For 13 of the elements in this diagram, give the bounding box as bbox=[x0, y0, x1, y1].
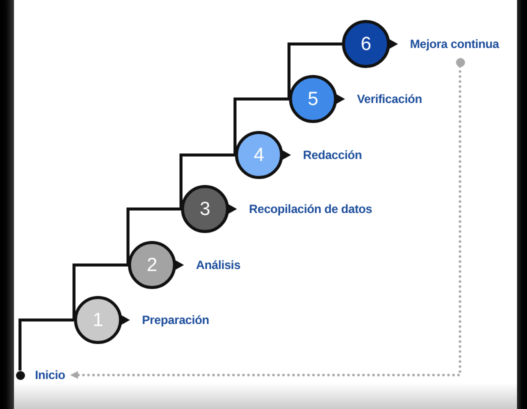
dotted-arrow bbox=[70, 65, 462, 379]
step-label: Recopilación de datos bbox=[249, 203, 372, 215]
step-label: Análisis bbox=[196, 259, 240, 271]
step-label: Preparación bbox=[142, 314, 210, 326]
connector-line bbox=[288, 42, 342, 99]
connector-line bbox=[180, 154, 235, 209]
start-label: Inicio bbox=[35, 369, 66, 381]
connector-line bbox=[72, 264, 128, 320]
step-label: Verificación bbox=[357, 93, 422, 105]
connector-line bbox=[234, 98, 289, 155]
connector-line bbox=[18, 318, 74, 370]
step-label: Redacción bbox=[303, 149, 362, 161]
step-label: Mejora continua bbox=[410, 38, 500, 50]
